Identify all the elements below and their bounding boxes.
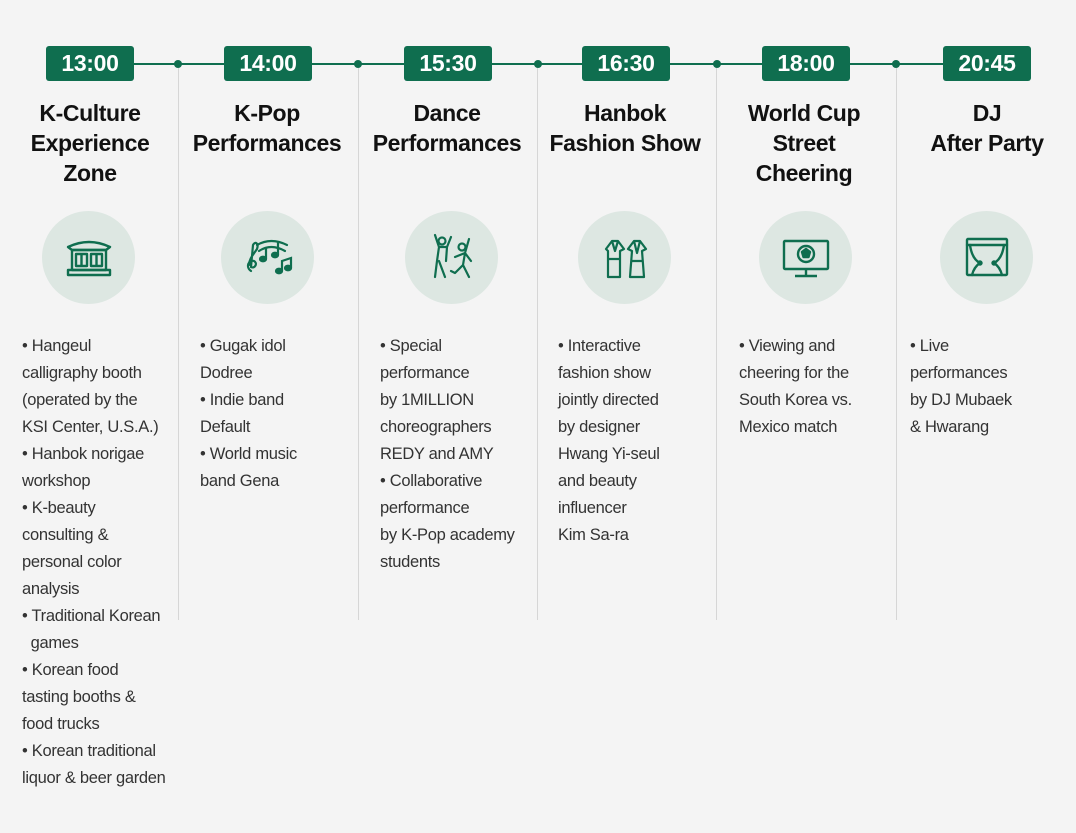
- stage-curtain-icon: [940, 211, 1033, 304]
- event-item-list: • Viewing and cheering for the South Kor…: [739, 337, 852, 436]
- timeline-dot: [892, 59, 900, 68]
- time-badge: 16:30: [582, 46, 670, 81]
- event-title: DJ After Party: [930, 100, 1044, 156]
- column-divider: [716, 68, 717, 620]
- timeline-dot: [534, 59, 542, 68]
- event-item-list: • Hangeul calligraphy booth (operated by…: [22, 337, 166, 787]
- event-title: K-Culture Experience Zone: [30, 100, 150, 186]
- event-title: Hanbok Fashion Show: [549, 100, 701, 156]
- column-divider: [537, 68, 538, 620]
- time-badge: 15:30: [404, 46, 492, 81]
- timeline-dot: [354, 59, 362, 68]
- dancers-icon: [405, 211, 498, 304]
- event-item-list: • Live performances by DJ Mubaek & Hwara…: [910, 337, 1012, 436]
- column-divider: [358, 68, 359, 620]
- column-divider: [896, 68, 897, 620]
- event-item-list: • Interactive fashion show jointly direc…: [558, 337, 660, 544]
- event-title: World Cup Street Cheering: [747, 100, 861, 186]
- time-badge: 20:45: [943, 46, 1031, 81]
- soccer-screen-icon: [759, 211, 852, 304]
- timeline-dot: [174, 59, 182, 68]
- music-notes-icon: [221, 211, 314, 304]
- timeline-dot: [713, 59, 721, 68]
- event-title: Dance Performances: [372, 100, 522, 156]
- event-title: K-Pop Performances: [192, 100, 342, 156]
- hanbok-icon: [578, 211, 671, 304]
- time-badge: 13:00: [46, 46, 134, 81]
- event-item-list: • Gugak idol Dodree • Indie band Default…: [200, 337, 297, 490]
- hanok-house-icon: [42, 211, 135, 304]
- time-badge: 18:00: [762, 46, 850, 81]
- time-badge: 14:00: [224, 46, 312, 81]
- column-divider: [178, 68, 179, 620]
- event-item-list: • Special performance by 1MILLION choreo…: [380, 337, 515, 571]
